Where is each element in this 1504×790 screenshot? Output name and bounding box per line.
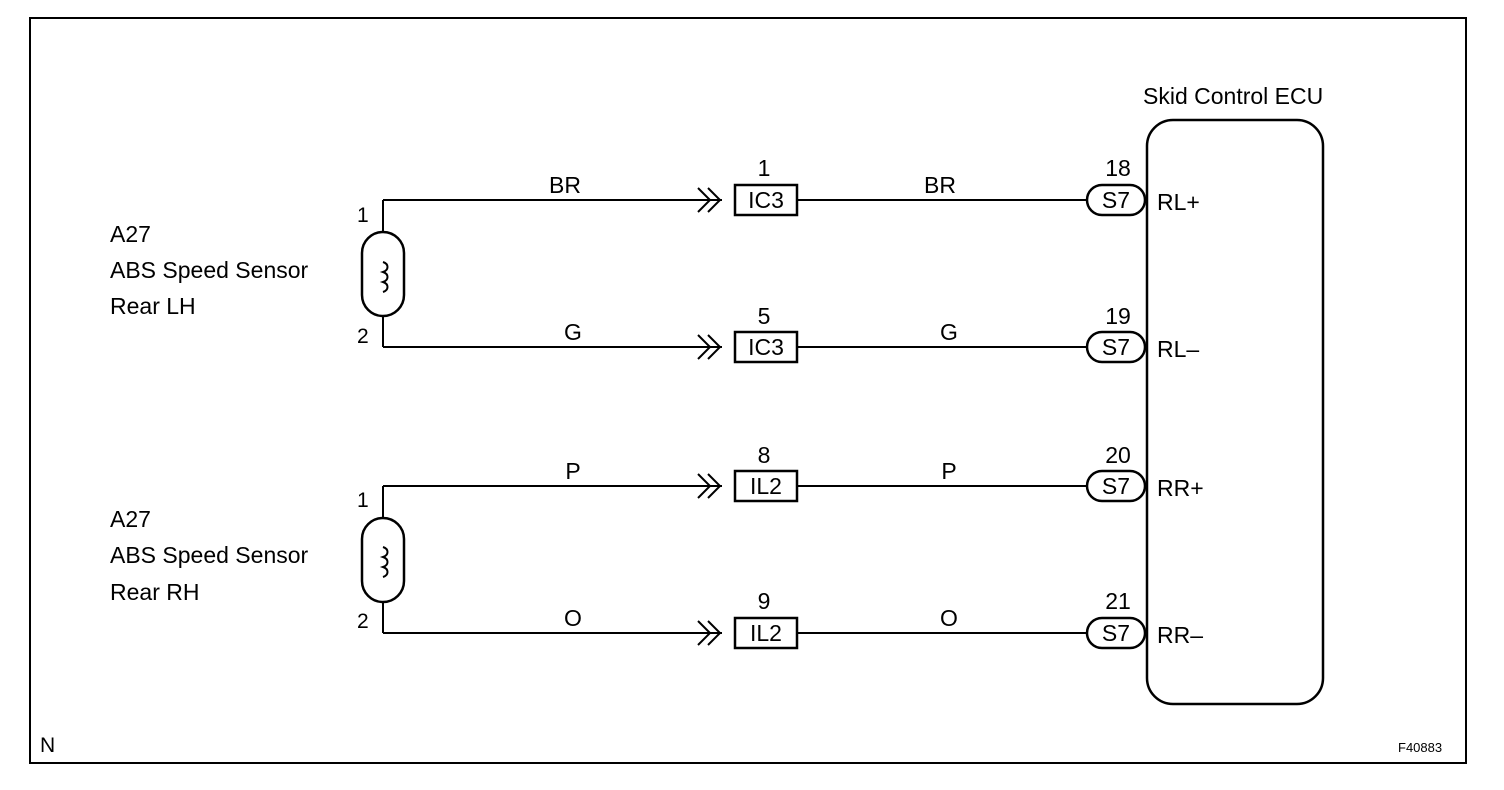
- junction-arrow-icon: [697, 187, 722, 213]
- sensor-pin-top: 1: [357, 489, 369, 512]
- wire-color-right: P: [941, 458, 956, 484]
- sensor-pin-bottom: 2: [357, 325, 369, 348]
- wire-color-right: O: [940, 605, 958, 631]
- figure-id: F40883: [1398, 740, 1442, 755]
- ecu-terminal-name: RR–: [1157, 622, 1203, 648]
- junction-arrow-icon: [697, 620, 722, 646]
- sensor-rear-lh: A27 ABS Speed Sensor Rear LH 1 2: [110, 200, 406, 348]
- wire-row-rl-plus: IC3 1 BR BR S7 18 RL+: [383, 155, 1200, 217]
- corner-label: N: [40, 734, 55, 757]
- ecu-pin: 21: [1105, 588, 1131, 614]
- sensor-name: ABS Speed Sensor: [110, 257, 309, 283]
- junction-arrow-icon: [697, 473, 722, 499]
- ecu-connector-label: S7: [1102, 187, 1130, 213]
- ecu-connector: [1085, 330, 1147, 364]
- ecu-connector: [1085, 469, 1147, 503]
- sensor-pin-top: 1: [357, 204, 369, 227]
- ecu-pin: 18: [1105, 155, 1131, 181]
- ecu-body: [1145, 118, 1325, 706]
- ecu-pin: 19: [1105, 303, 1131, 329]
- junction-name: IC3: [748, 187, 784, 213]
- sensor-code: A27: [110, 506, 151, 532]
- ecu-connector-label: S7: [1102, 473, 1130, 499]
- sensor-pin-bottom: 2: [357, 610, 369, 633]
- sensor-coil-housing: [360, 230, 406, 318]
- wire-color-left: O: [564, 605, 582, 631]
- wire-color-left: G: [564, 319, 582, 345]
- ecu-terminal-name: RL+: [1157, 189, 1200, 215]
- ecu-connector: [1085, 616, 1147, 650]
- sensor-position: Rear LH: [110, 293, 196, 319]
- ecu-terminal-name: RL–: [1157, 336, 1199, 362]
- wire-color-right: G: [940, 319, 958, 345]
- wire-row-rr-minus: IL2 9 O O S7 21 RR–: [383, 588, 1203, 650]
- junction-connector: [733, 330, 799, 364]
- ecu-connector-label: S7: [1102, 334, 1130, 360]
- sensor-coil-housing: [360, 516, 406, 604]
- ecu-pin: 20: [1105, 442, 1131, 468]
- junction-name: IL2: [750, 620, 782, 646]
- sensor-position: Rear RH: [110, 579, 199, 605]
- coil-icon: [379, 546, 389, 578]
- wire-row-rl-minus: IC3 5 G G S7 19 RL–: [383, 303, 1199, 364]
- ecu-terminal-name: RR+: [1157, 475, 1204, 501]
- ecu-connector-label: S7: [1102, 620, 1130, 646]
- junction-pin: 9: [758, 588, 771, 614]
- sensor-rear-rh: A27 ABS Speed Sensor Rear RH 1 2: [110, 486, 406, 633]
- wire-color-right: BR: [924, 172, 956, 198]
- junction-connector: [733, 469, 799, 503]
- coil-icon: [379, 261, 389, 293]
- sensor-name: ABS Speed Sensor: [110, 542, 309, 568]
- sensor-code: A27: [110, 221, 151, 247]
- junction-pin: 8: [758, 442, 771, 468]
- junction-name: IC3: [748, 334, 784, 360]
- ecu-connector: [1085, 183, 1147, 217]
- junction-connector: [733, 616, 799, 650]
- junction-pin: 5: [758, 303, 771, 329]
- wire-color-left: BR: [549, 172, 581, 198]
- junction-name: IL2: [750, 473, 782, 499]
- junction-connector: [733, 183, 799, 217]
- ecu-title: Skid Control ECU: [1143, 83, 1323, 109]
- junction-pin: 1: [758, 155, 771, 181]
- wire-row-rr-plus: IL2 8 P P S7 20 RR+: [383, 442, 1204, 503]
- diagram-frame: [29, 17, 1467, 764]
- junction-arrow-icon: [697, 334, 722, 360]
- wire-color-left: P: [565, 458, 580, 484]
